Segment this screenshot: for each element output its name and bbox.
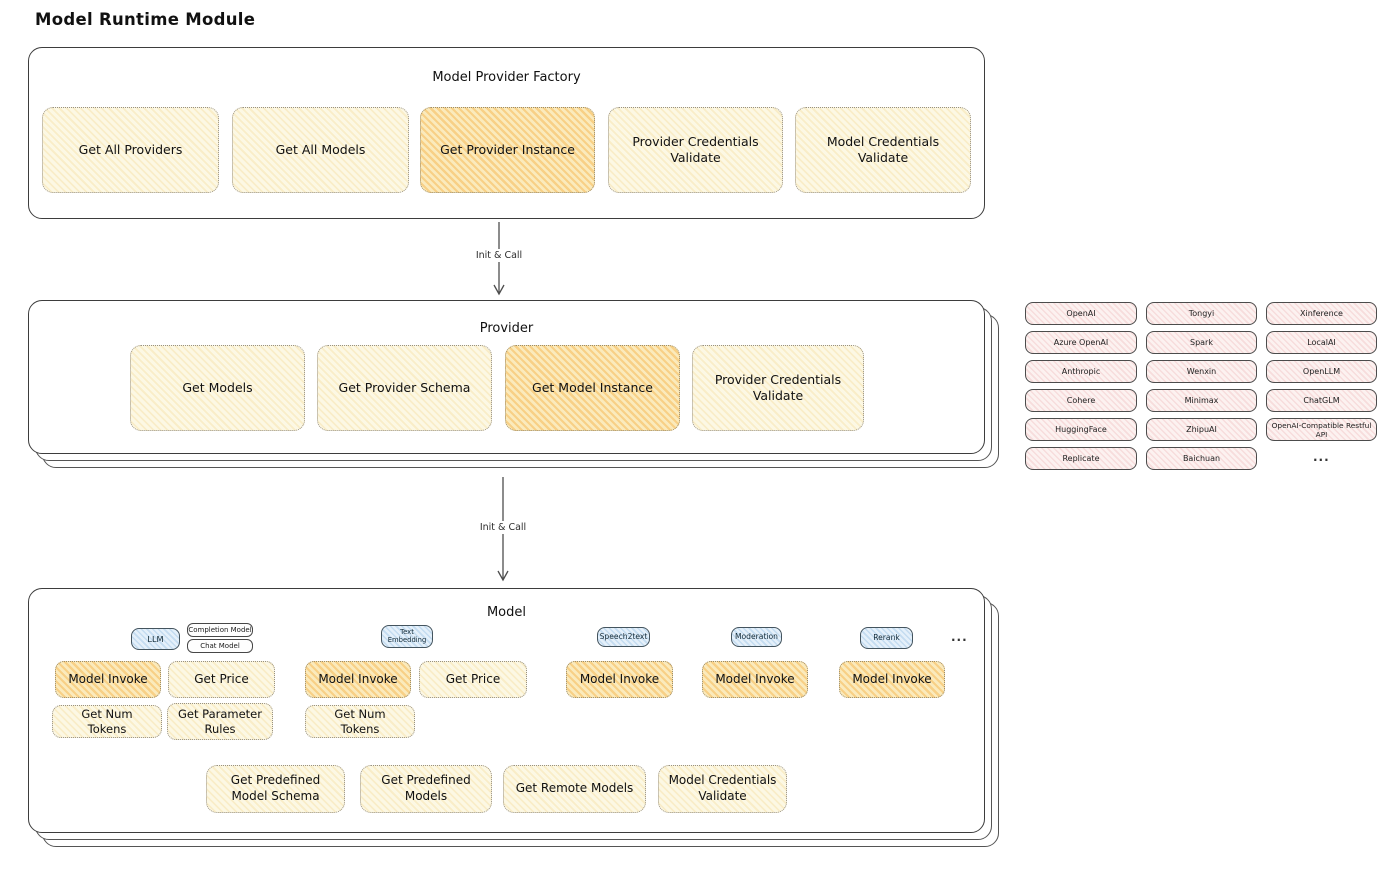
provider-item-azure-openai: Azure OpenAI bbox=[1025, 331, 1137, 354]
tag-completion-model: Completion Model bbox=[187, 623, 253, 637]
node-get-price-llm: Get Price bbox=[168, 661, 275, 698]
node-get-provider-instance: Get Provider Instance bbox=[420, 107, 595, 193]
node-get-price-embedding: Get Price bbox=[419, 661, 527, 698]
provider-item-tongyi: Tongyi bbox=[1146, 302, 1257, 325]
provider-item-localai: LocalAI bbox=[1266, 331, 1377, 354]
node-provider-credentials-validate-factory: Provider Credentials Validate bbox=[608, 107, 783, 193]
node-model-credentials-validate: Model Credentials Validate bbox=[658, 765, 787, 813]
model-panel-title: Model bbox=[486, 605, 527, 620]
node-get-models: Get Models bbox=[130, 345, 305, 431]
model-tags-more: ... bbox=[951, 630, 968, 644]
provider-item-cohere: Cohere bbox=[1025, 389, 1137, 412]
node-get-num-tokens-llm: Get Num Tokens bbox=[52, 705, 162, 738]
node-model-credentials-validate-factory: Model Credentials Validate bbox=[795, 107, 971, 193]
node-get-all-providers: Get All Providers bbox=[42, 107, 219, 193]
init-call-arrow-2: Init & Call bbox=[475, 477, 531, 582]
node-get-provider-schema: Get Provider Schema bbox=[317, 345, 492, 431]
tag-text-embedding: Text Embedding bbox=[381, 625, 433, 648]
provider-item-openllm: OpenLLM bbox=[1266, 360, 1377, 383]
page-title: Model Runtime Module bbox=[35, 10, 256, 29]
provider-item-xinference: Xinference bbox=[1266, 302, 1377, 325]
provider-item-replicate: Replicate bbox=[1025, 447, 1137, 470]
node-model-invoke-embedding: Model Invoke bbox=[305, 661, 411, 698]
provider-item-chatglm: ChatGLM bbox=[1266, 389, 1377, 412]
tag-speech2text: Speech2text bbox=[597, 627, 650, 647]
node-model-invoke-moderation: Model Invoke bbox=[702, 661, 808, 698]
node-get-num-tokens-embedding: Get Num Tokens bbox=[305, 705, 415, 738]
init-call-label-2: Init & Call bbox=[475, 521, 531, 534]
provider-panel-title: Provider bbox=[479, 321, 534, 336]
node-model-invoke-speech2text: Model Invoke bbox=[566, 661, 673, 698]
tag-llm: LLM bbox=[131, 628, 180, 650]
provider-item-wenxin: Wenxin bbox=[1146, 360, 1257, 383]
provider-item-anthropic: Anthropic bbox=[1025, 360, 1137, 383]
provider-item-zhipuai: ZhipuAI bbox=[1146, 418, 1257, 441]
node-get-parameter-rules: Get Parameter Rules bbox=[167, 703, 273, 740]
init-call-arrow-1: Init & Call bbox=[471, 222, 527, 296]
node-provider-credentials-validate: Provider Credentials Validate bbox=[692, 345, 864, 431]
tag-chat-model: Chat Model bbox=[187, 639, 253, 653]
node-model-invoke-llm: Model Invoke bbox=[55, 661, 161, 698]
provider-item-baichuan: Baichuan bbox=[1146, 447, 1257, 470]
provider-item-openai: OpenAI bbox=[1025, 302, 1137, 325]
provider-item-openai-compatible: OpenAI-Compatible Restful API bbox=[1266, 418, 1377, 441]
node-get-all-models: Get All Models bbox=[232, 107, 409, 193]
tag-rerank: Rerank bbox=[860, 627, 913, 649]
node-get-remote-models: Get Remote Models bbox=[503, 765, 646, 813]
node-get-predefined-model-schema: Get Predefined Model Schema bbox=[206, 765, 345, 813]
node-model-invoke-rerank: Model Invoke bbox=[839, 661, 945, 698]
node-get-model-instance: Get Model Instance bbox=[505, 345, 680, 431]
node-get-predefined-models: Get Predefined Models bbox=[360, 765, 492, 813]
provider-item-spark: Spark bbox=[1146, 331, 1257, 354]
provider-list-more: ... bbox=[1313, 450, 1330, 464]
provider-item-huggingface: HuggingFace bbox=[1025, 418, 1137, 441]
provider-item-minimax: Minimax bbox=[1146, 389, 1257, 412]
factory-panel-title: Model Provider Factory bbox=[432, 70, 581, 85]
tag-moderation: Moderation bbox=[731, 627, 782, 647]
init-call-label-1: Init & Call bbox=[471, 249, 527, 262]
